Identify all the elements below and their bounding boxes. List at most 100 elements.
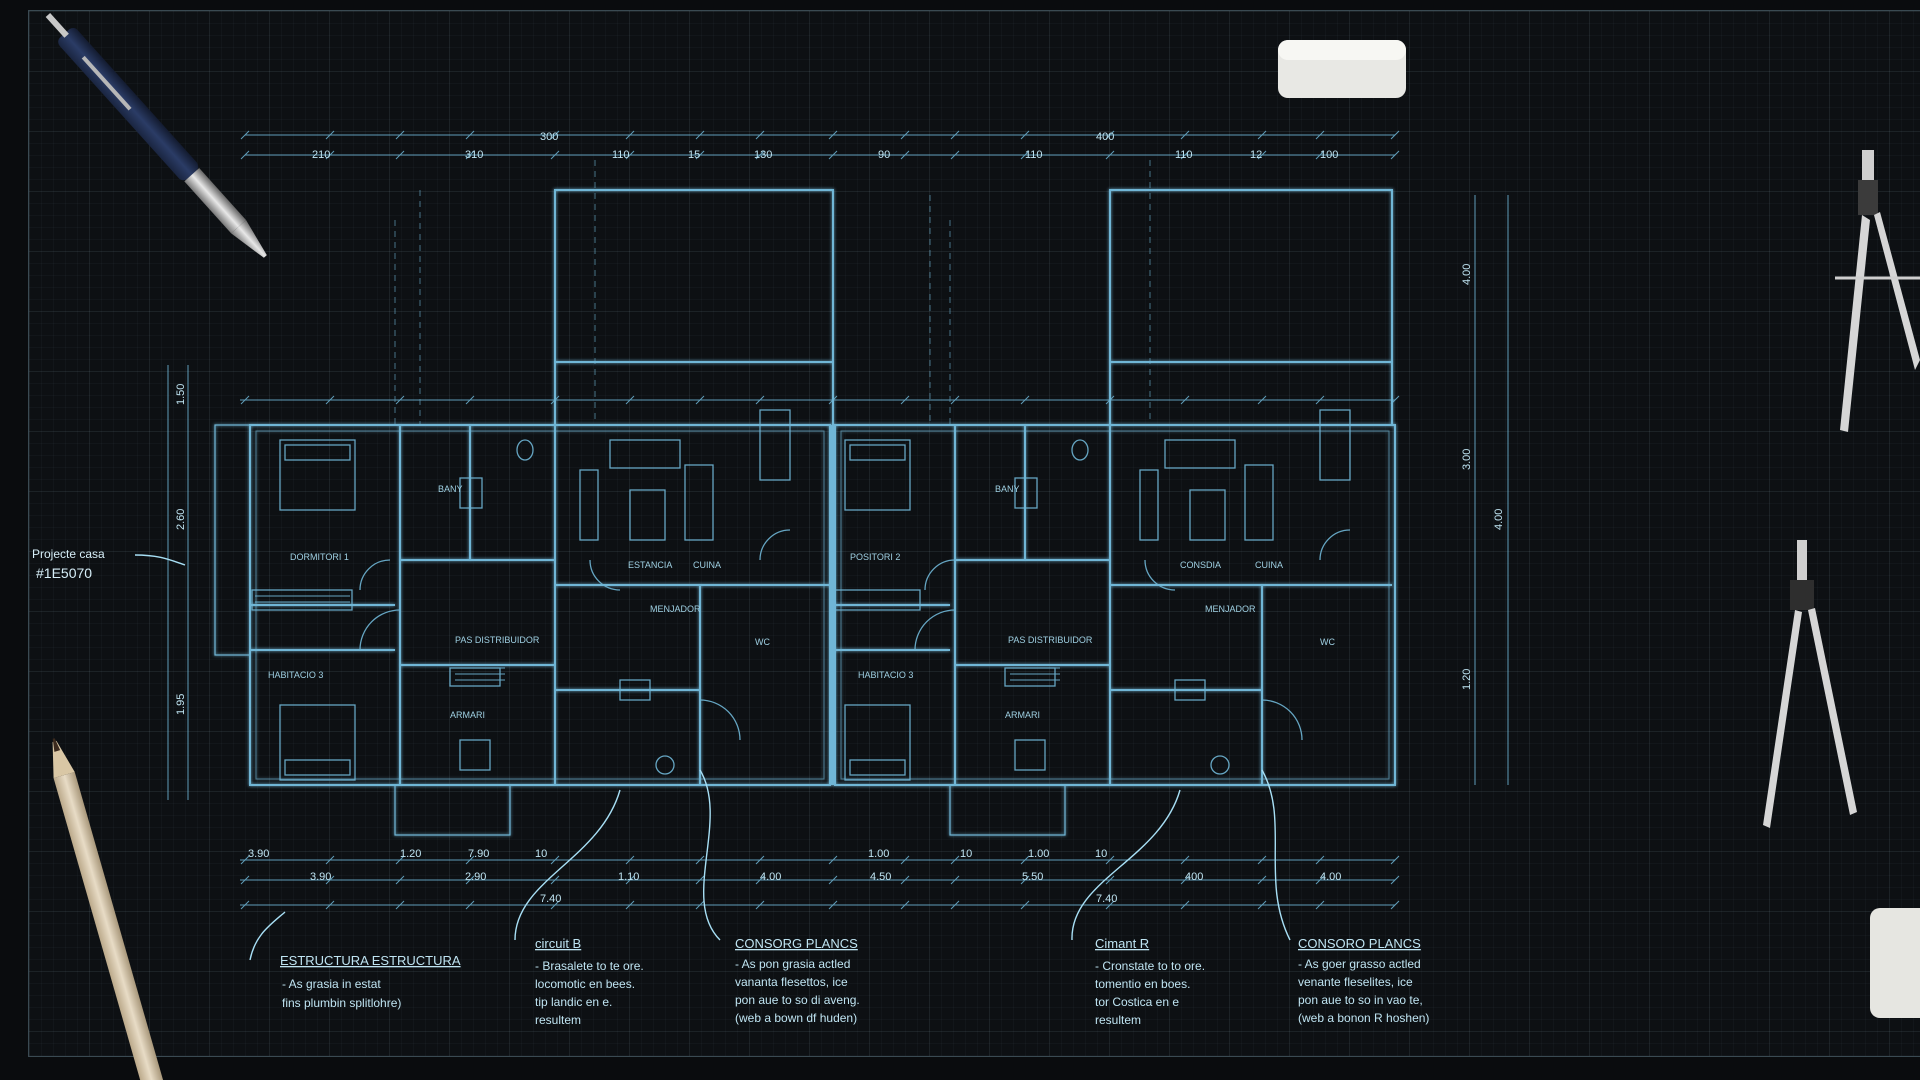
- dimension-tick: [950, 150, 960, 160]
- dimension-tick: [550, 900, 560, 910]
- dimension-tick: [950, 875, 960, 885]
- room-bath-right: BANY: [995, 484, 1020, 494]
- room-bedroom2-right: HABITACIO 3: [858, 670, 913, 680]
- dimension-tick: [465, 395, 475, 405]
- svg-text:tomentio en boes.: tomentio en boes.: [1095, 977, 1190, 991]
- dimension-tick: [1390, 130, 1400, 140]
- eraser-bottom: [1870, 908, 1920, 1018]
- dimension-tick: [828, 900, 838, 910]
- drafting-compass-top: [1835, 150, 1920, 432]
- dimension-tick: [395, 395, 405, 405]
- dimension-tick: [1020, 900, 1030, 910]
- svg-text:resultem: resultem: [535, 1013, 581, 1027]
- room-bedroom1-left: DORMITORI 1: [290, 552, 349, 562]
- svg-text:tip landic en e.: tip landic en e.: [535, 995, 612, 1009]
- dimension-tick: [325, 395, 335, 405]
- annotation-note-0: ESTRUCTURA ESTRUCTURA - As grasia in est…: [280, 953, 461, 1010]
- dimension-tick: [1257, 150, 1267, 160]
- mechanical-pencil: [45, 12, 267, 258]
- svg-text:CONSORO PLANCS: CONSORO PLANCS: [1298, 936, 1421, 951]
- dimension-tick: [1315, 875, 1325, 885]
- dim-right-0: 4.00: [1461, 264, 1473, 285]
- dim-bottom1-5: 10: [960, 848, 972, 860]
- dimension-tick: [1105, 855, 1115, 865]
- dimension-tick: [325, 875, 335, 885]
- dimension-tick: [465, 150, 475, 160]
- dim-top-total-left: 300: [540, 131, 558, 143]
- svg-text:locomotic en bees.: locomotic en bees.: [535, 977, 635, 991]
- svg-text:(web a bown df huden): (web a bown df huden): [735, 1011, 857, 1025]
- dimension-tick: [1105, 900, 1115, 910]
- dim-right-3: 1.20: [1461, 669, 1473, 690]
- dimension-tick: [695, 395, 705, 405]
- dimension-tick: [1105, 395, 1115, 405]
- dim-top-left-3: 15: [688, 149, 700, 161]
- left-unit-terrace: [554, 189, 834, 363]
- dimension-tick: [1315, 395, 1325, 405]
- coffee-table: [629, 489, 666, 541]
- furniture-layer: [251, 409, 1351, 781]
- bench: [579, 469, 599, 541]
- dimension-tick: [828, 130, 838, 140]
- wardrobe: [449, 667, 501, 687]
- dimension-tick: [550, 150, 560, 160]
- dimension-tick: [695, 855, 705, 865]
- bed: [844, 439, 911, 511]
- room-kitchen-left: CUINA: [693, 560, 721, 570]
- leader-lines: [134, 554, 1291, 961]
- svg-text:pon aue to so in vao te,: pon aue to so in vao te,: [1298, 993, 1423, 1007]
- dimension-tick: [755, 855, 765, 865]
- dimension-tick: [325, 855, 335, 865]
- coffee-table: [1189, 489, 1226, 541]
- project-code: #1E5070: [36, 565, 92, 581]
- dim-bottom1-1: 1.20: [400, 848, 421, 860]
- dimension-tick: [465, 875, 475, 885]
- project-label: Projecte casa: [32, 547, 105, 561]
- dimension-tick: [240, 395, 250, 405]
- dimension-tick: [1315, 130, 1325, 140]
- dimension-tick: [1020, 395, 1030, 405]
- room-living-right: CONSDIA: [1180, 560, 1221, 570]
- dimension-tick: [625, 395, 635, 405]
- dimension-tick: [240, 855, 250, 865]
- dimension-tick: [900, 855, 910, 865]
- sofa: [609, 439, 681, 469]
- dimension-tick: [828, 875, 838, 885]
- dimension-tick: [950, 130, 960, 140]
- dimension-tick: [465, 130, 475, 140]
- room-dining-right: MENJADOR: [1205, 604, 1256, 614]
- dim-bottom2-0: 3.90: [310, 871, 331, 883]
- dim-left-0: 1.50: [175, 384, 187, 405]
- svg-text:- Brasalete to te ore.: - Brasalete to te ore.: [535, 959, 644, 973]
- dimension-tick: [1390, 395, 1400, 405]
- dimension-tick: [240, 130, 250, 140]
- dim-bottom-center-right: 7.40: [1096, 893, 1117, 905]
- dimension-tick: [1020, 130, 1030, 140]
- dimension-tick: [900, 395, 910, 405]
- annotation-note-2: CONSORG PLANCS - As pon grasia actled va…: [735, 936, 860, 1025]
- svg-text:vananta flesettos, ice: vananta flesettos, ice: [735, 975, 848, 989]
- annotation-note-4: CONSORO PLANCS - As goer grasso actled v…: [1298, 936, 1429, 1025]
- dimension-tick: [900, 875, 910, 885]
- dimension-tick: [1390, 150, 1400, 160]
- wardrobe: [251, 589, 353, 611]
- dimension-tick: [1180, 855, 1190, 865]
- dimension-tick: [1315, 900, 1325, 910]
- dimension-tick: [828, 855, 838, 865]
- dimension-tick: [828, 150, 838, 160]
- eraser-top: [1278, 40, 1406, 98]
- dim-top-total-right: 400: [1096, 131, 1114, 143]
- svg-text:Cimant R: Cimant R: [1095, 936, 1149, 951]
- room-wc-right: WC: [1320, 637, 1335, 647]
- dimension-tick: [625, 130, 635, 140]
- dim-top-right-0: 90: [878, 149, 890, 161]
- dimension-tick: [900, 900, 910, 910]
- dimension-tick: [1257, 395, 1267, 405]
- dimension-lines: [167, 130, 1509, 910]
- dining-table: [1319, 409, 1351, 481]
- wardrobe: [834, 589, 921, 611]
- armchair: [684, 464, 714, 541]
- dimension-tick: [395, 130, 405, 140]
- dimension-tick: [550, 130, 560, 140]
